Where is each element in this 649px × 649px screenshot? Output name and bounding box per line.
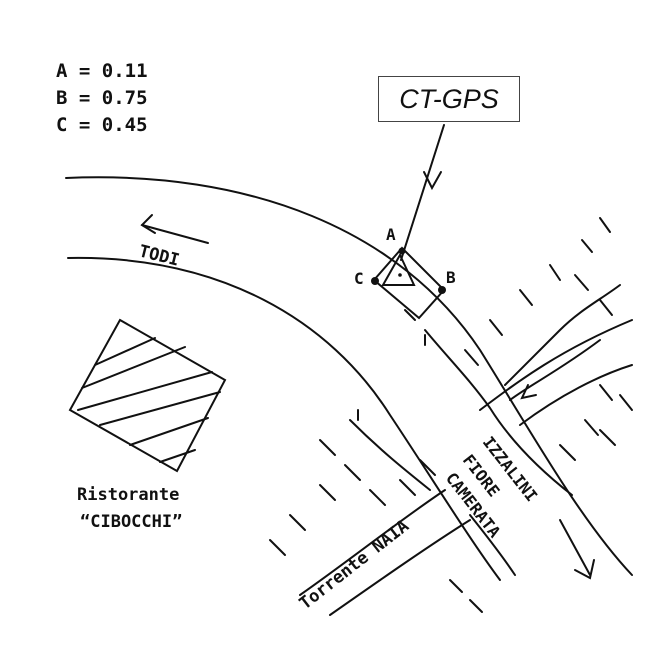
side-road-edge-3 (519, 364, 633, 426)
lower-road-edge-2 (469, 514, 516, 576)
restaurant-outline (68, 318, 227, 473)
side-road-edge (424, 329, 573, 496)
torrente-label: Torrente NAIA (296, 516, 413, 614)
point-b-marker (438, 286, 446, 294)
legend-row-c: C = 0.45 (56, 114, 148, 136)
creek-wave-2 (509, 339, 601, 401)
center-dot (398, 273, 402, 277)
lower-road-edge-1 (349, 419, 431, 491)
todi-label: TODI (137, 241, 182, 270)
road-tick-1 (404, 309, 416, 321)
point-a-label: A (386, 225, 396, 244)
restaurant-hatch-5 (129, 417, 209, 446)
point-c-marker (371, 277, 379, 285)
lower-arrow-head (574, 559, 595, 580)
legend-row-b: B = 0.75 (56, 87, 148, 109)
point-b-label: B (446, 268, 456, 287)
lower-arrow-line (559, 519, 591, 576)
restaurant-name-line1: Ristorante (77, 485, 179, 505)
todi-arrow-line (141, 224, 209, 244)
restaurant-hatch-4 (99, 391, 221, 426)
point-c-label: C (354, 269, 364, 288)
legend-row-a: A = 0.11 (56, 60, 148, 82)
river-edge-2 (329, 519, 471, 616)
restaurant-hatch-1 (94, 337, 156, 366)
measurement-triangle (381, 252, 416, 286)
tree-marks (269, 217, 633, 613)
legend: A = 0.11 B = 0.75 C = 0.45 (56, 58, 148, 139)
gps-pointer-line (400, 124, 445, 261)
road-outer-edge (65, 176, 633, 576)
ct-gps-label-box: CT-GPS (378, 76, 520, 122)
restaurant-name-line2: “CIBOCCHI” (80, 512, 182, 532)
restaurant-hatch-6 (159, 449, 196, 463)
restaurant-hatch-2 (81, 346, 186, 389)
todi-arrow-head (140, 214, 156, 234)
ct-gps-label: CT-GPS (399, 83, 499, 114)
creek-wave-1 (504, 284, 621, 386)
point-a-marker (398, 247, 406, 255)
road-inner-edge (67, 256, 501, 581)
gps-pointer-head (423, 171, 442, 191)
restaurant-hatch-3 (77, 371, 213, 411)
river-edge-1 (299, 489, 446, 596)
measurement-rhombus (372, 246, 446, 320)
side-road-edge-2 (479, 319, 633, 411)
